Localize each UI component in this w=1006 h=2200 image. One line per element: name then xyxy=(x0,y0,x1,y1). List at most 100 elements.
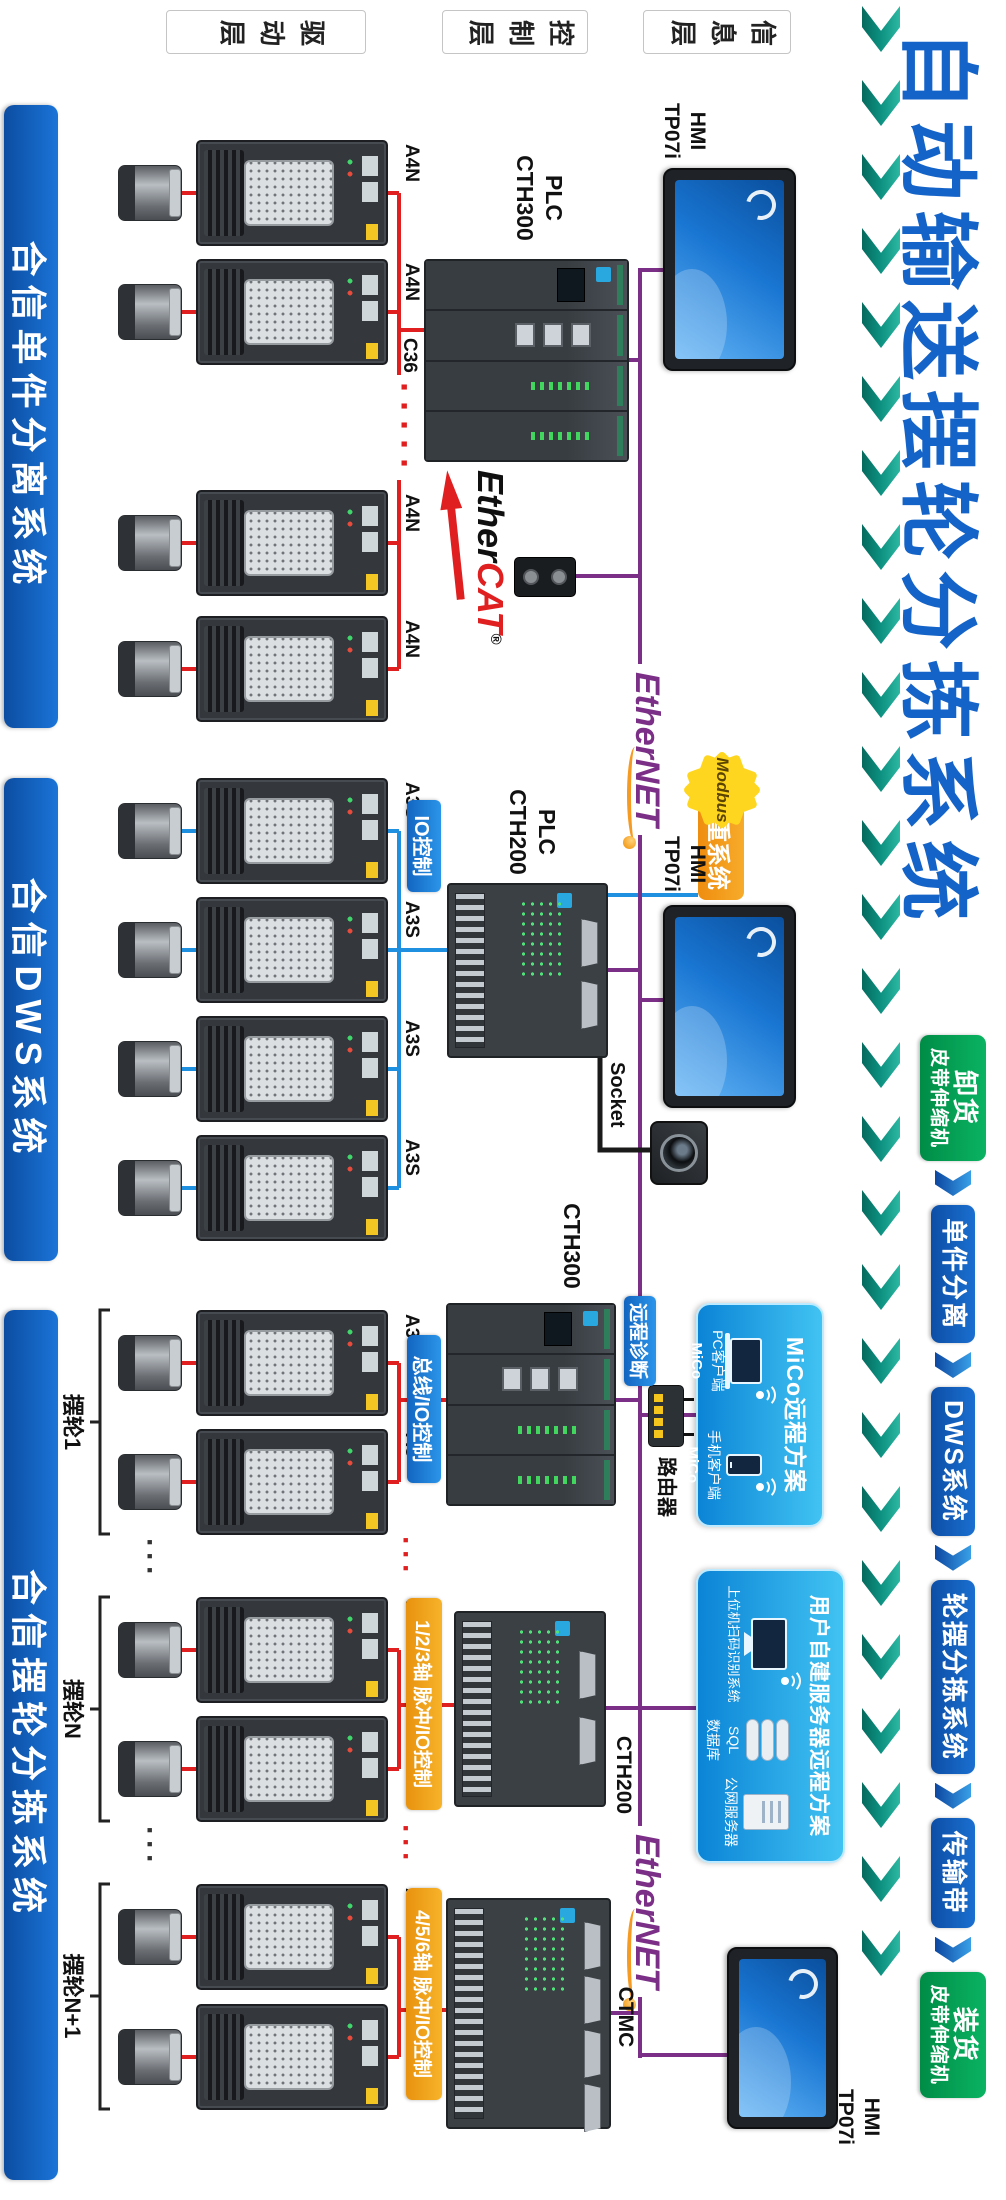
ethernet-label: EtherNET xyxy=(625,1826,668,2005)
servo-drive xyxy=(196,616,388,722)
led-strip xyxy=(527,431,589,440)
servo-motor xyxy=(118,1041,182,1097)
remote-diagnosis-badge: 远程诊断 xyxy=(624,1296,656,1386)
servo-drive xyxy=(196,259,388,365)
io-blue-wiring xyxy=(182,829,698,1190)
flow-arrow-icon xyxy=(935,1170,971,1196)
dsub-connector xyxy=(584,1922,601,1970)
system-banner-dws: 合信DWS系统 xyxy=(4,778,58,1261)
motion-controller-ctmc xyxy=(446,1898,611,2129)
phone-client-brand: MiCo xyxy=(684,1446,702,1484)
mico-remote-panel: MiCo远程方案 PC客户端 MiCo 手机客户端 MiCo xyxy=(684,1303,824,1527)
plc-io-module xyxy=(426,411,627,460)
led-strip xyxy=(514,1475,576,1484)
public-server-caption: 公网服务器 xyxy=(723,1777,739,1847)
server-remote-panel: 用户自建服务器远程方案 上位机扫码识别系统 SQL 数据库 公网服务器 xyxy=(696,1569,845,1863)
flow-step-sorting: 轮摆分拣系统 xyxy=(931,1579,975,1774)
phone-client-icon-wrap xyxy=(726,1453,776,1500)
servo-drive-unit: A4N xyxy=(118,490,422,596)
flow-step-label: 单件分离 xyxy=(938,1218,969,1331)
hmi-label: HMI TP07i xyxy=(658,828,711,900)
servo-drive-unit: A3 xyxy=(118,1884,422,1990)
flow-step-load: 装货 皮带伸缩机 xyxy=(920,1971,986,2098)
led-strip xyxy=(514,1425,576,1434)
servo-drive-unit: A3S xyxy=(118,897,422,1003)
sql-caption-line2: 数据库 xyxy=(705,1719,722,1761)
public-server-item: 公网服务器 xyxy=(722,1777,797,1847)
plc-model-line: CTH200 xyxy=(505,789,532,875)
servo-motor xyxy=(118,1454,182,1510)
drive-model-label: A4N xyxy=(401,620,422,659)
led-strip xyxy=(527,381,589,390)
drive-model-label: A3S xyxy=(401,1139,422,1176)
ethernet-label: EtherNET xyxy=(625,664,668,843)
servo-motor xyxy=(118,284,182,340)
ethercat-text-red: CAT xyxy=(470,562,511,634)
wheel-group-label: 摆轮N+1 xyxy=(60,1953,85,2039)
servo-drive-unit: A4N xyxy=(118,140,422,246)
servo-drive-unit: A3S xyxy=(118,1135,422,1241)
rj45-port xyxy=(571,323,591,348)
servo-motor xyxy=(118,803,182,859)
phone-client-caption: 手机客户端 xyxy=(706,1429,722,1500)
hmi-screen xyxy=(739,1959,826,2117)
sql-database-item: SQL 数据库 xyxy=(704,1719,797,1761)
brand-chip-icon xyxy=(583,1311,598,1326)
socket-wiring xyxy=(597,1058,650,1153)
continuation-dots: ··· xyxy=(389,1824,422,1866)
drive-model-label: A4N xyxy=(401,144,422,183)
hmi-screen xyxy=(675,917,784,1096)
servo-motor xyxy=(118,515,182,571)
servo-drive xyxy=(196,1016,388,1122)
server-icon xyxy=(743,1794,789,1830)
servo-drive-unit: A3 xyxy=(118,1716,422,1822)
ethercat-logo: EtherCAT® xyxy=(443,470,511,644)
dsub-connector xyxy=(584,2084,601,2132)
plc-cpu-module xyxy=(448,1305,614,1356)
mico-panel-items: PC客户端 MiCo 手机客户端 MiCo xyxy=(683,1305,776,1525)
servo-drive-unit: A3S xyxy=(118,1016,422,1122)
flow-arrow-icon xyxy=(935,1783,971,1809)
wifi-icon xyxy=(751,1474,778,1500)
plc-model-label: CTMC xyxy=(614,1986,637,2048)
dsub-connector xyxy=(584,2030,601,2078)
servo-drive-unit: A4N xyxy=(118,616,422,722)
hmi-screen xyxy=(675,180,784,359)
server-panel-title: 用户自建服务器远程方案 xyxy=(807,1595,830,1837)
flow-step-label: 装货 xyxy=(949,2006,980,2063)
rj45-port xyxy=(515,323,535,348)
camera-lens xyxy=(660,1134,698,1172)
servo-drive-unit: A3 xyxy=(118,1429,422,1535)
servo-motor xyxy=(118,1160,182,1216)
servo-drive xyxy=(196,1597,388,1703)
continuation-dots: ··· xyxy=(389,1536,422,1578)
modbus-text: Modbus xyxy=(713,757,732,823)
sql-caption-line1: SQL xyxy=(726,1725,742,1754)
bus-io-control-badge: 总线/IO控制 xyxy=(407,1335,441,1483)
servo-drive-unit: A3S xyxy=(118,778,422,884)
plc-cth200 xyxy=(454,1611,606,1807)
modbus-logo: Modbus xyxy=(684,752,760,828)
hmi-model-line: TP07i xyxy=(659,835,683,893)
wifi-icon xyxy=(776,1668,803,1694)
flow-step-sublabel: 皮带伸缩机 xyxy=(927,1048,949,1149)
plc-label: PLC CTH300 xyxy=(511,148,569,248)
led-grid xyxy=(523,1914,567,1992)
cpu-display xyxy=(544,1312,572,1347)
hmi-model-line: TP07i xyxy=(659,102,683,160)
plc-io-module xyxy=(426,361,627,412)
c36-label: C36 xyxy=(399,338,420,373)
mico-panel-title: MiCo远程方案 xyxy=(782,1336,808,1494)
ethercat-red-wiring xyxy=(182,191,454,2059)
plc-io-module xyxy=(448,1455,614,1504)
axis456-control-badge: 4/5/6轴 脉冲/IO控制 xyxy=(406,1888,442,2100)
plc-label-line: PLC xyxy=(541,175,567,221)
laptop-icon xyxy=(730,1337,762,1384)
flow-step-label: DWS系统 xyxy=(938,1400,969,1523)
hmi-tp07i xyxy=(663,168,796,371)
terminal-strip xyxy=(462,1621,492,1797)
ethernet-purple-wiring xyxy=(576,268,727,2058)
servo-motor xyxy=(118,1622,182,1678)
servo-motor xyxy=(118,165,182,221)
terminal-strip xyxy=(454,1908,484,2119)
